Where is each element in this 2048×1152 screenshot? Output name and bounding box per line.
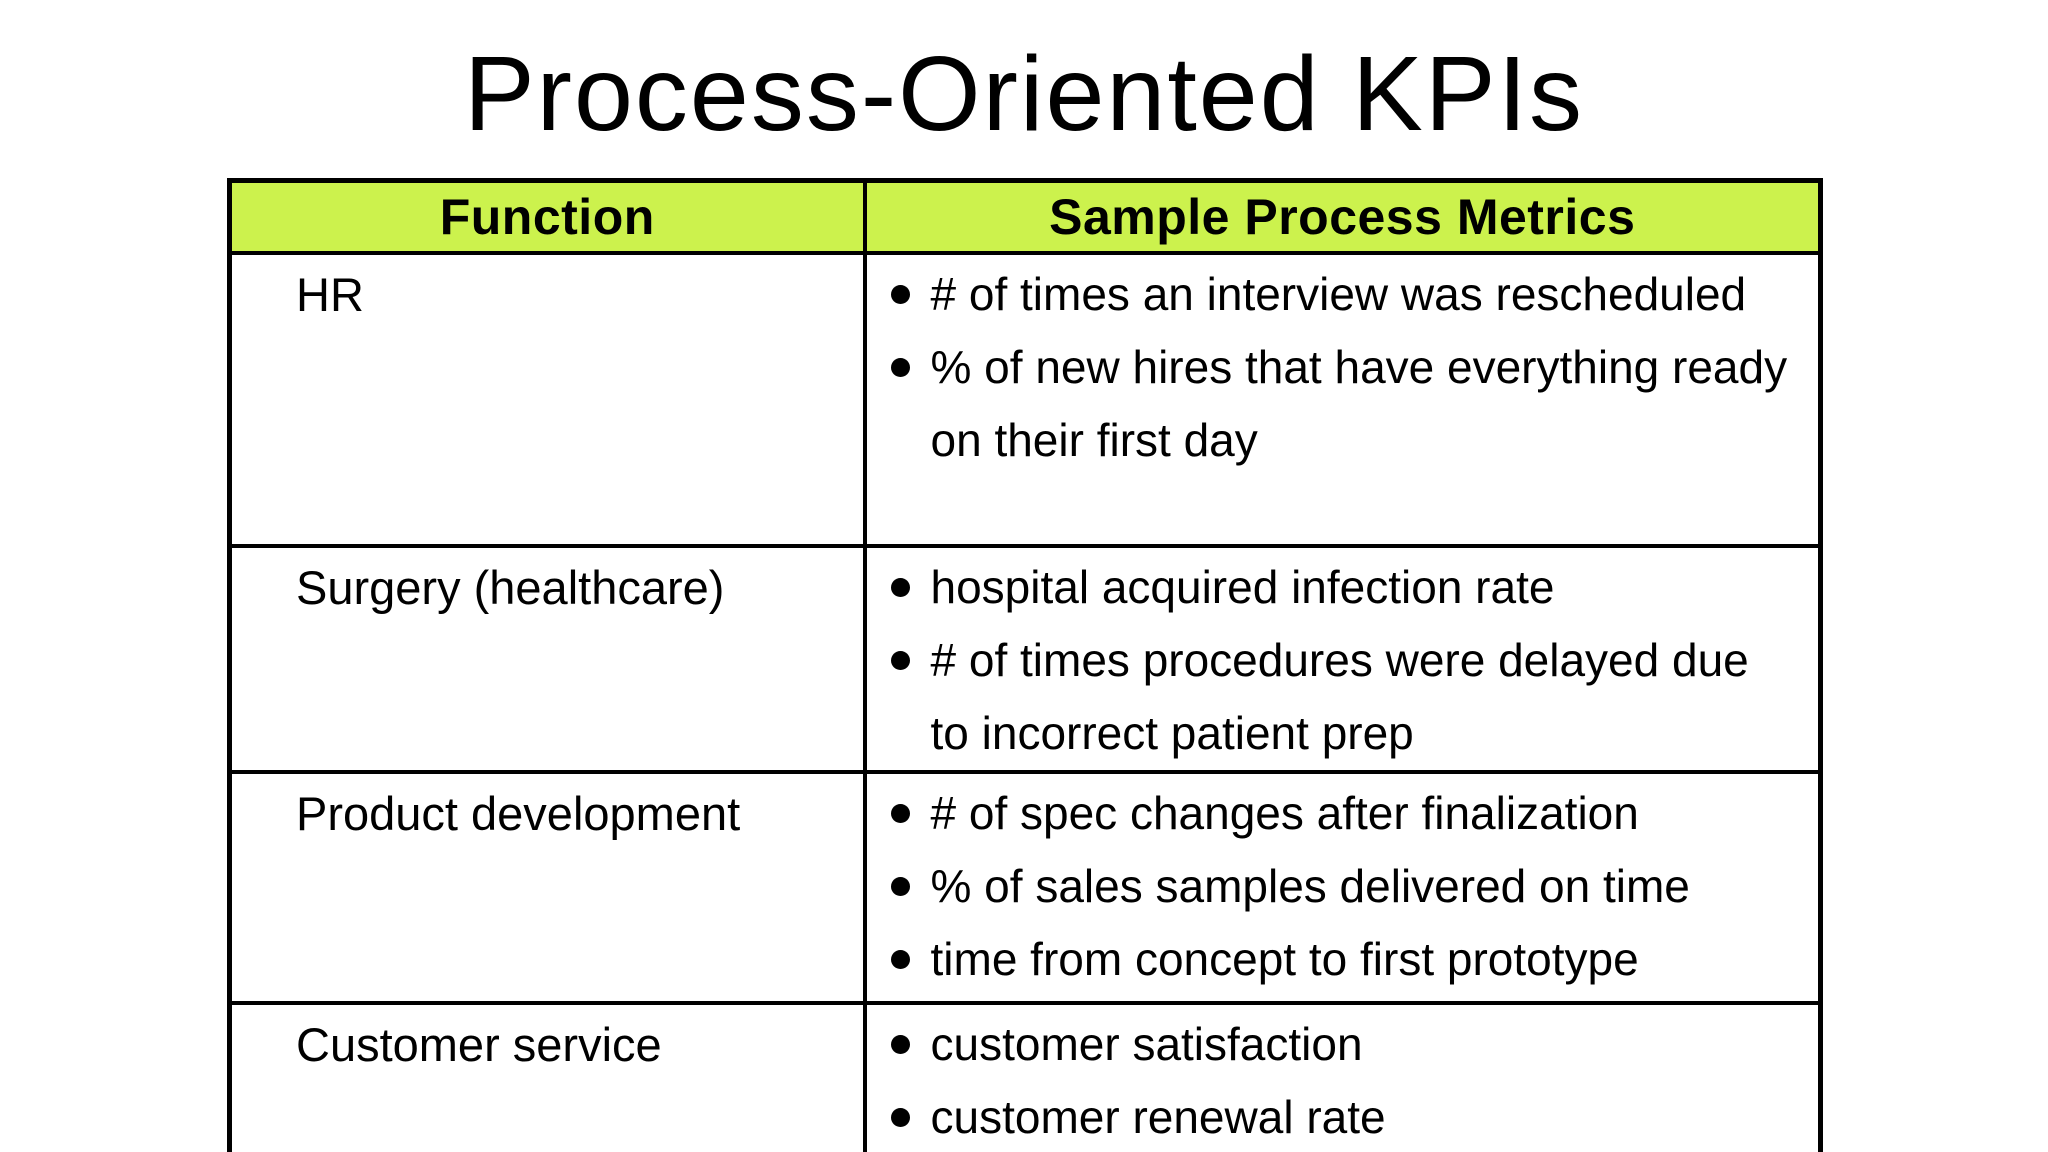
function-cell-customer-service: Customer service <box>227 1000 867 1152</box>
metrics-cell-surgery: hospital acquired infection rate # of ti… <box>862 543 1823 774</box>
metric-text: time from concept to first prototype <box>930 932 1639 985</box>
bullet-icon <box>890 577 910 597</box>
metric-item: time from concept to first prototype <box>867 923 1819 996</box>
metric-text: % of new hires that have everything read… <box>930 340 1788 466</box>
bullet-icon <box>890 1034 910 1054</box>
metric-item: hospital acquired infection rate <box>867 551 1819 624</box>
column-header-sample-process-metrics: Sample Process Metrics <box>862 178 1823 255</box>
metrics-cell-hr: # of times an interview was rescheduled … <box>862 250 1823 548</box>
bullet-icon <box>890 284 910 304</box>
metric-text: customer renewal rate <box>930 1090 1386 1143</box>
metric-text: # of spec changes after finalization <box>930 786 1639 839</box>
metric-text: # of times procedures were delayed due t… <box>930 633 1749 759</box>
bullet-icon <box>890 357 910 377</box>
bullet-icon <box>890 650 910 670</box>
metric-list: hospital acquired infection rate # of ti… <box>867 551 1819 770</box>
metric-item: customer satisfaction <box>867 1008 1819 1081</box>
bullet-icon <box>890 949 910 969</box>
bullet-icon <box>890 803 910 823</box>
metric-item: % of new hires that have everything read… <box>867 331 1819 477</box>
metric-item: # of times procedures were delayed due t… <box>867 624 1819 770</box>
page-title: Process-Oriented KPIs <box>463 35 1585 153</box>
metric-item: customer renewal rate <box>867 1081 1819 1152</box>
metric-item: # of times an interview was rescheduled <box>867 258 1819 331</box>
bullet-icon <box>890 876 910 896</box>
metric-text: hospital acquired infection rate <box>930 560 1555 613</box>
table-header-row: Function Sample Process Metrics <box>227 178 1823 255</box>
column-header-function: Function <box>227 178 867 255</box>
metrics-cell-product-development: # of spec changes after finalization % o… <box>862 769 1823 1005</box>
metric-list: customer satisfaction customer renewal r… <box>867 1008 1819 1152</box>
function-cell-hr: HR <box>227 250 867 548</box>
table-row-customer-service: Customer service customer satisfaction c… <box>227 1000 1823 1152</box>
table-row-surgery: Surgery (healthcare) hospital acquired i… <box>227 543 1823 774</box>
kpi-table: Function Sample Process Metrics HR # of … <box>227 178 1823 1152</box>
function-cell-surgery: Surgery (healthcare) <box>227 543 867 774</box>
metric-list: # of spec changes after finalization % o… <box>867 777 1819 996</box>
metric-list: # of times an interview was rescheduled … <box>867 258 1819 477</box>
metric-text: customer satisfaction <box>930 1017 1363 1070</box>
function-cell-product-development: Product development <box>227 769 867 1005</box>
metric-text: % of sales samples delivered on time <box>930 859 1690 912</box>
bullet-icon <box>890 1107 910 1127</box>
metric-text: # of times an interview was rescheduled <box>930 267 1747 320</box>
table-row-product-development: Product development # of spec changes af… <box>227 769 1823 1005</box>
table-row-hr: HR # of times an interview was reschedul… <box>227 250 1823 548</box>
metric-item: # of spec changes after finalization <box>867 777 1819 850</box>
kpi-table-grid: Function Sample Process Metrics HR # of … <box>227 178 1823 1152</box>
metrics-cell-customer-service: customer satisfaction customer renewal r… <box>862 1000 1823 1152</box>
metric-item: % of sales samples delivered on time <box>867 850 1819 923</box>
